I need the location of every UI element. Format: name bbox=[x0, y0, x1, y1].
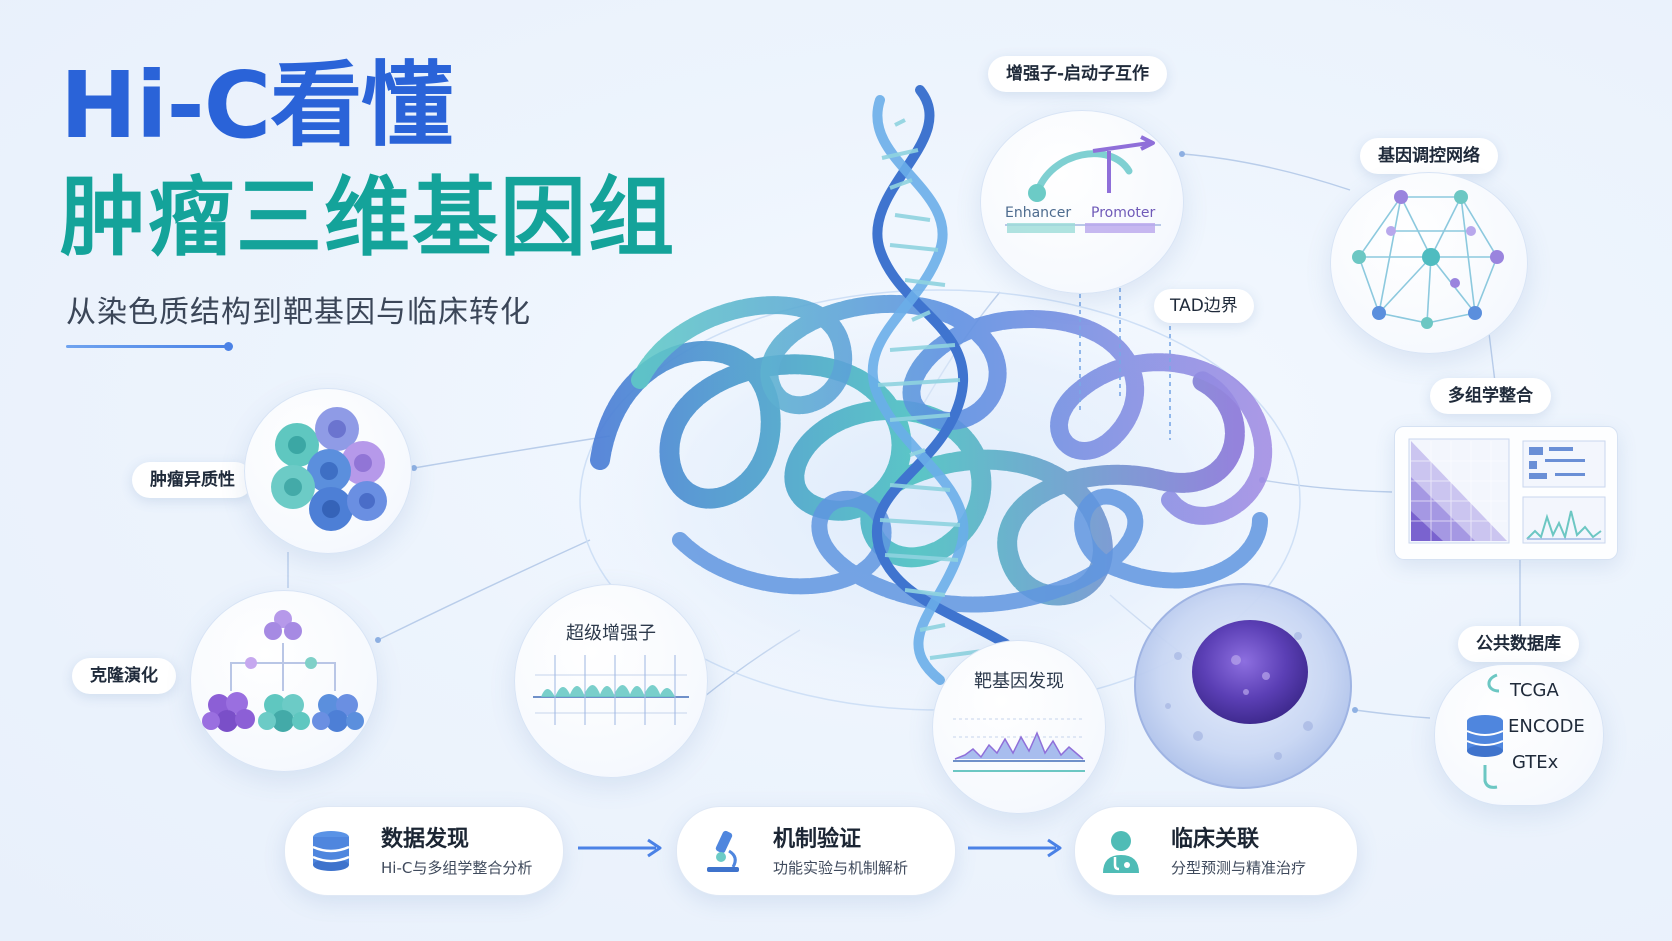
super-enhancer-circle: 超级增强子 bbox=[514, 584, 708, 778]
promoter-label: Promoter bbox=[1091, 205, 1156, 221]
workflow-subtitle: 分型预测与精准治疗 bbox=[1171, 859, 1307, 877]
subtitle-underline bbox=[66, 342, 233, 351]
workflow-title: 临床关联 bbox=[1171, 827, 1260, 852]
label-gene-network: 基因调控网络 bbox=[1360, 138, 1498, 174]
target-gene-circle: 靶基因发现 bbox=[932, 640, 1106, 814]
label-target-gene: 靶基因发现 bbox=[974, 671, 1064, 692]
omics-tracks bbox=[1522, 440, 1606, 544]
arrow-right-icon bbox=[968, 838, 1062, 858]
tumor-heterogeneity-circle bbox=[244, 388, 412, 554]
dna-double-helix bbox=[867, 85, 1045, 685]
workflow-subtitle: Hi-C与多组学整合分析 bbox=[381, 859, 533, 877]
microscope-icon bbox=[707, 830, 739, 872]
tumor-cell-illustration bbox=[1134, 583, 1352, 789]
arrow-right-icon bbox=[578, 838, 662, 858]
enhancer-peaks bbox=[541, 685, 675, 697]
public-db-circle bbox=[1434, 664, 1604, 806]
label-tad-boundary: TAD边界 bbox=[1154, 289, 1254, 323]
db-tcga: TCGA bbox=[1510, 680, 1559, 701]
doctor-icon bbox=[1103, 831, 1139, 873]
label-super-enhancer: 超级增强子 bbox=[566, 623, 656, 644]
chromatin-fiber bbox=[672, 488, 1268, 613]
gene-network-circle bbox=[1330, 172, 1528, 354]
workflow-card-clinical[interactable]: 临床关联 分型预测与精准治疗 bbox=[1074, 806, 1358, 896]
target-gene-peaks bbox=[955, 733, 1083, 759]
main-title: Hi-C看懂 bbox=[60, 52, 453, 159]
hic-contact-map bbox=[1408, 438, 1510, 544]
label-tumor-heterogeneity: 肿瘤异质性 bbox=[132, 462, 253, 498]
db-encode: ENCODE bbox=[1508, 716, 1585, 737]
label-public-db: 公共数据库 bbox=[1458, 626, 1579, 662]
subtitle: 从染色质结构到靶基因与临床转化 bbox=[66, 295, 531, 330]
main-title-line2: 肿瘤三维基因组 bbox=[60, 168, 676, 268]
enhancer-promoter-circle: Enhancer Promoter bbox=[980, 110, 1184, 294]
label-enhancer-promoter: 增强子-启动子互作 bbox=[988, 56, 1168, 92]
label-clonal-evolution: 克隆演化 bbox=[72, 658, 176, 694]
multiomics-panel bbox=[1394, 426, 1618, 560]
workflow-card-mechanism[interactable]: 机制验证 功能实验与机制解析 bbox=[676, 806, 956, 896]
workflow-title: 机制验证 bbox=[773, 827, 862, 852]
label-multiomics: 多组学整合 bbox=[1430, 378, 1551, 414]
enhancer-label: Enhancer bbox=[1005, 205, 1072, 221]
workflow-title: 数据发现 bbox=[381, 827, 470, 852]
workflow-card-data-discovery[interactable]: 数据发现 Hi-C与多组学整合分析 bbox=[284, 806, 564, 896]
db-gtex: GTEx bbox=[1512, 752, 1559, 773]
workflow-subtitle: 功能实验与机制解析 bbox=[773, 859, 909, 877]
database-icon bbox=[1466, 715, 1504, 757]
database-icon bbox=[312, 831, 350, 871]
clonal-evolution-circle bbox=[190, 590, 378, 772]
clonal-tree-icon bbox=[202, 610, 364, 732]
tumor-cells-icon bbox=[271, 407, 387, 531]
chromatin-illustration bbox=[579, 85, 1301, 711]
cell-nucleus bbox=[1192, 620, 1308, 724]
